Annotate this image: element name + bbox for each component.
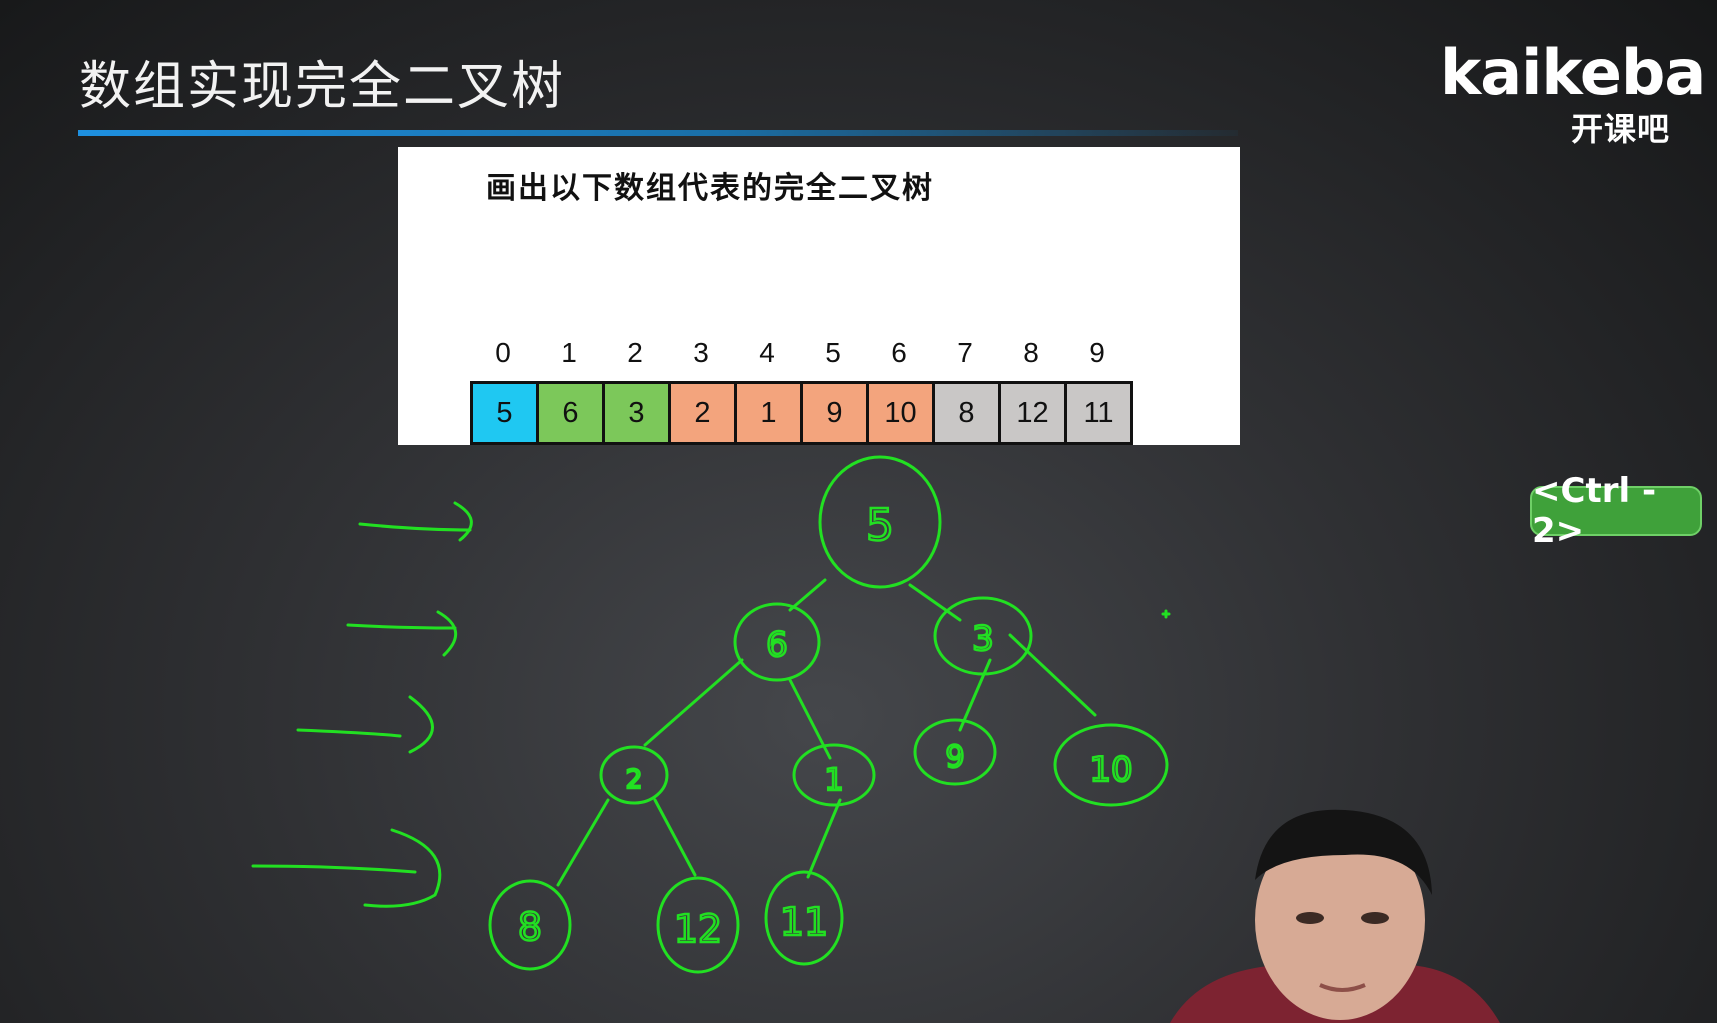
tree-edge [788,578,827,612]
tree-node [1053,723,1169,807]
array-index-label: 8 [1023,337,1039,368]
array-cell: 5 [473,384,539,442]
tree-node [656,876,740,974]
array-cell: 1 [737,384,803,442]
array-index-label: 9 [1089,337,1105,368]
array-cell: 2 [671,384,737,442]
tree-edge [806,798,842,879]
presenter-webcam [1170,809,1500,1023]
logo-brand-cn: 开课吧 [1570,110,1670,148]
array-cell: 9 [803,384,869,442]
array-index-label: 1 [561,337,577,368]
array-index-label: 0 [495,337,511,368]
tree-node [764,870,844,966]
array-index-label: 5 [825,337,841,368]
array-cell: 8 [935,384,1001,442]
slide-prompt: 画出以下数组代表的完全二叉树 [486,171,934,206]
tree-node [599,745,669,805]
tree-node-label: 6 [766,625,788,665]
level-arrow-1 [358,501,473,542]
tree-node [792,743,876,807]
tree-node-label: 11 [780,900,828,944]
tree-node [818,455,942,589]
tree-node [913,718,997,786]
array-cell: 10 [869,384,935,442]
tree-node-label: 5 [866,500,894,551]
tree-node-label: 8 [518,905,542,949]
tree-edge [643,658,744,747]
tree-node-label: 12 [674,907,722,951]
tree-edge [556,798,610,887]
array-index-label: 4 [759,337,775,368]
array-index-label: 6 [891,337,907,368]
array-index-label: 7 [957,337,973,368]
array-cell: 12 [1001,384,1067,442]
level-arrow-3 [296,695,434,754]
array-cell: 11 [1067,384,1130,442]
tree-node [733,602,821,682]
stray-mark [1161,609,1171,619]
tree-node-label: 10 [1089,750,1132,790]
tree-node [488,879,572,971]
level-arrow-2 [346,610,457,657]
array-cell: 6 [539,384,605,442]
array-cell: 3 [605,384,671,442]
tree-node-label: 3 [972,619,994,659]
title-underline [78,130,1238,136]
tree-edge [908,583,962,622]
logo-brand: kaikeba [1440,36,1706,109]
array-index-label: 3 [693,337,709,368]
level-arrow-4 [251,828,442,908]
kaikeba-logo: kaikeba 开课吧 [1440,36,1706,148]
tree-node-label: 2 [626,765,643,795]
tree-edge [958,658,992,732]
array-index-label: 2 [627,337,643,368]
page-title: 数组实现完全二叉树 [79,57,566,117]
tree-node [933,596,1033,676]
tree-node-label: 9 [945,740,964,775]
tree-node-label: 1 [824,763,843,798]
tree-edge [1008,633,1097,717]
tree-edge [653,798,697,877]
